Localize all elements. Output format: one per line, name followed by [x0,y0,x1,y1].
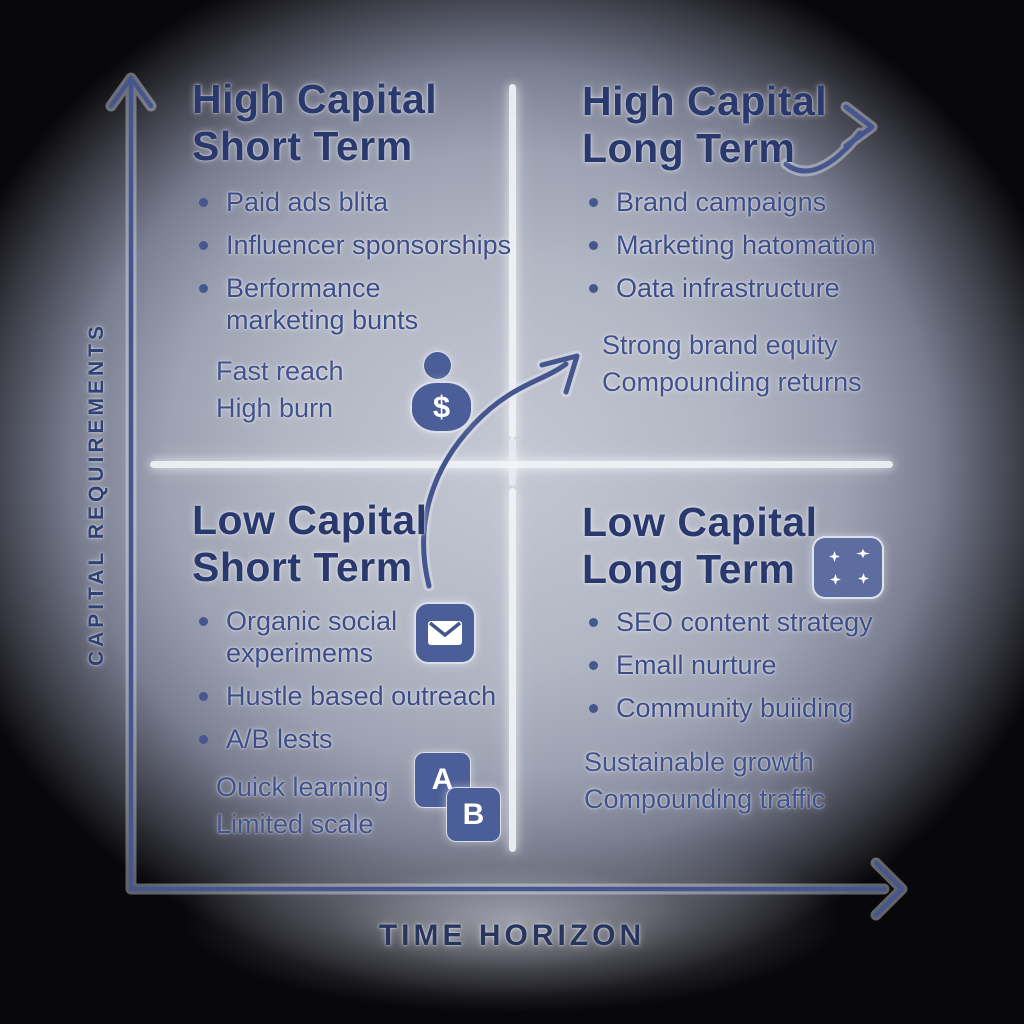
bullet-text: Organic social experimems [226,606,398,668]
sparkle-glyph [830,574,841,585]
title-line: High Capital [192,76,438,122]
note-text: Sustainable growth [584,747,814,777]
bottom-left-notes: Ouick learning Limited scale [216,769,389,843]
note-text: Fast reach [216,356,344,386]
bullet-dot-icon [199,284,208,293]
title-line: Long Term [582,125,796,171]
quadrant-title-high-capital-short-term: High Capital Short Term [192,76,437,170]
note-text: Ouick learning [216,772,389,802]
title-line: Low Capital [192,497,428,543]
vertical-divider-line-top [509,84,516,438]
top-right-bullet-list: Brand campaigns Marketing hatomation Oat… [582,186,876,315]
bullet-text: SEO content strategy [616,607,873,637]
bullet-text: Berformance marketing bunts [226,273,419,335]
growth-curve-arrowhead [539,353,580,395]
title-line: Short Term [192,544,413,590]
note-text: Strong brand equity [602,330,838,360]
bullet-dot-icon [199,735,208,744]
top-right-notes: Strong brand equity Compounding returns [602,327,862,401]
title-line: Short Term [192,123,413,169]
bullet-text: Marketing hatomation [616,230,876,260]
list-item: Oata infrastructure [582,272,876,304]
list-item: Brand campaigns [582,186,876,218]
bullet-dot-icon [589,704,598,713]
list-item: Marketing hatomation [582,229,876,261]
email-envelope-icon [414,602,476,664]
note-text: High burn [216,393,334,423]
sparkle-glyph [829,551,840,562]
growth-curve-arrow [421,361,569,589]
bullet-dot-icon [199,692,208,701]
bullet-text: Oata infrastructure [616,273,840,303]
bullet-text: Emall nurture [616,650,777,680]
bottom-right-bullet-list: SEO content strategy Emall nurture Commu… [582,606,873,735]
bullet-text: Brand campaigns [616,187,827,217]
list-item: Hustle based outreach [192,680,496,712]
bullet-dot-icon [589,284,598,293]
letter-b: B [462,797,485,831]
bullet-text: Community buiiding [616,693,854,723]
sparkle-grid-icon [812,536,884,599]
dollar-icon: $ [410,381,473,433]
title-line: Low Capital [582,499,818,545]
bullet-text: Hustle based outreach [226,681,497,711]
sparkle-glyph [856,549,870,558]
bullet-text: Influencer sponsorships [226,230,512,260]
bullet-dot-icon [589,618,598,627]
note-text: Limited scale [216,809,374,839]
y-axis-arrowhead [108,75,154,109]
list-item: Influencer sponsorships [192,229,511,261]
list-item: A/B lests [192,723,496,755]
list-item: Berformance marketing bunts [192,272,444,336]
x-axis-label: TIME HORIZON [378,919,646,952]
bullet-dot-icon [199,241,208,250]
title-line: High Capital [582,78,828,124]
horizontal-divider-line [150,461,893,468]
list-item: Paid ads blita [192,186,511,218]
letter-a: A [431,763,454,796]
bottom-left-bullet-list: Organic social experimems Hustle based o… [192,605,496,766]
list-item: Emall nurture [582,649,873,681]
list-item: SEO content strategy [582,606,873,638]
list-item: Community buiiding [582,692,873,724]
bullet-text: A/B lests [226,724,333,754]
bullet-dot-icon [199,617,208,626]
top-left-notes: Fast reach High burn [216,353,344,427]
list-item: Organic social experimems [192,605,444,669]
bullet-dot-icon [589,661,598,670]
vertical-divider-line-bottom [509,488,516,852]
y-axis-label: CAPITAL REQUIREMENTS [85,321,108,667]
bullet-text: Paid ads blita [226,187,389,217]
quadrant-title-high-capital-long-term: High Capital Long Term [582,78,827,172]
bullet-dot-icon [589,241,598,250]
bullet-dot-icon [589,198,598,207]
axis-lines [128,81,887,892]
x-axis-arrowhead [873,860,905,918]
note-text: Compounding returns [602,367,862,397]
bottom-right-notes: Sustainable growth Compounding traffic [584,744,825,818]
ab-test-b-icon: B [446,787,501,842]
bullet-dot-icon [199,198,208,207]
envelope-glyph [428,621,462,645]
swoosh-arrowhead [843,104,875,149]
quadrant-title-low-capital-long-term: Low Capital Long Term [582,499,818,593]
title-line: Long Term [582,546,796,592]
sparkle-glyph [858,573,869,584]
ab-test-a-icon: A [414,752,471,808]
person-icon [423,351,452,380]
top-left-bullet-list: Paid ads blita Influencer sponsorships B… [192,186,511,347]
vertical-divider-line-mid [509,438,516,486]
dollar-symbol: $ [432,389,451,424]
note-text: Compounding traffic [584,784,826,814]
quadrant-title-low-capital-short-term: Low Capital Short Term [192,497,428,591]
